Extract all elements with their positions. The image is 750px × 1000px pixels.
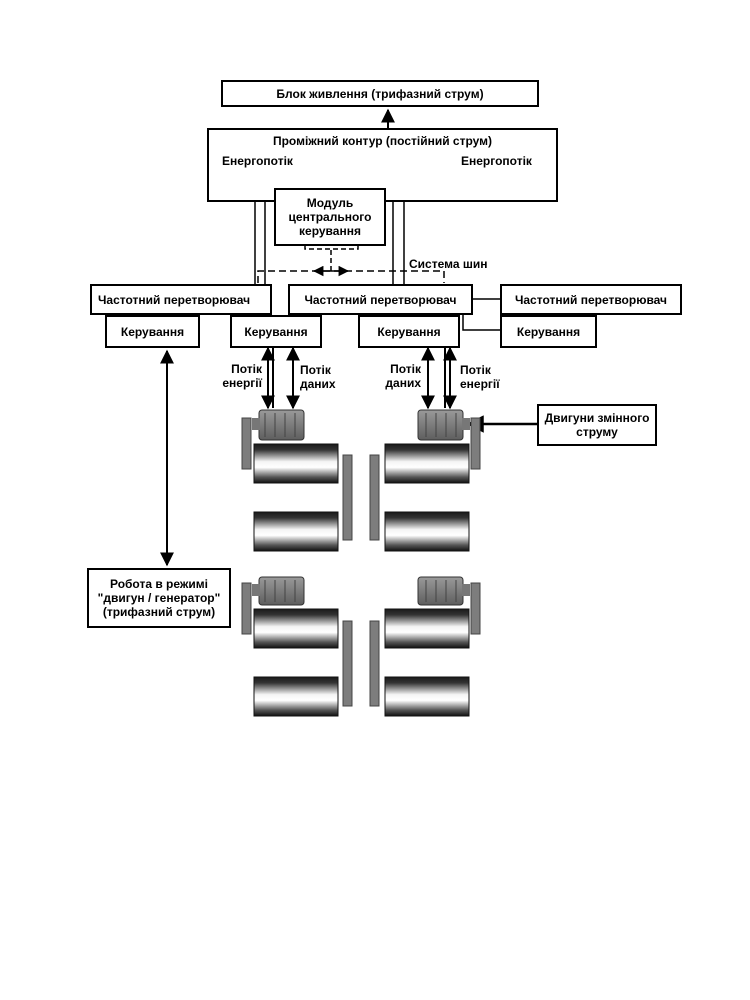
data-flow-right-text: Потік даних [385, 362, 421, 390]
data-flow-left-text: Потік даних [300, 363, 336, 391]
energy-flow-left-text: Потік енергії [222, 362, 262, 390]
motor-generator-box: Робота в режимі "двигун / генератор" (тр… [87, 568, 231, 628]
right-converter-links [462, 298, 500, 331]
control-label: Керування [516, 324, 581, 339]
energy-flow-left-label: Енергопотік [222, 154, 293, 168]
bus-system-label: Система шин [409, 257, 488, 271]
motor-icon [252, 409, 305, 441]
motor-icon [417, 576, 470, 606]
energy-flow-right-text: Потік енергії [460, 363, 500, 391]
control-label: Керування [377, 324, 441, 339]
control-box-right: Керування [500, 315, 597, 348]
power-supply-label: Блок живлення (трифазний струм) [276, 86, 484, 101]
motor-icon [252, 576, 305, 606]
central-module-label: Модуль центрального керування [288, 196, 372, 238]
power-supply-box: Блок живлення (трифазний струм) [221, 80, 539, 107]
control-label: Керування [244, 324, 308, 339]
bus-system-lines [257, 245, 445, 283]
converter-label: Частотний перетворювач [304, 292, 457, 307]
motor-icon [417, 409, 470, 441]
control-box-center-left: Керування [230, 315, 322, 348]
control-label: Керування [120, 324, 185, 339]
ac-motors-box: Двигуни змінного струму [537, 404, 657, 446]
central-control-module-box: Модуль центрального керування [274, 188, 386, 246]
motor-generator-label: Робота в режимі "двигун / генератор" (тр… [97, 577, 221, 619]
frequency-converter-right: Частотний перетворювач [500, 284, 682, 315]
converter-label: Частотний перетворювач [98, 292, 251, 307]
end-plate [241, 417, 481, 707]
control-box-center: Керування [358, 315, 460, 348]
control-box-left: Керування [105, 315, 200, 348]
dc-link-label: Проміжний контур (постійний струм) [272, 134, 493, 148]
converter-label: Частотний перетворювач [514, 292, 668, 307]
flow-arrows [261, 346, 457, 410]
energy-flow-right-label: Енергопотік [461, 154, 532, 168]
roller-icon [253, 443, 470, 717]
ac-motors-label: Двигуни змінного струму [544, 411, 650, 439]
frequency-converter-center: Частотний перетворювач [288, 284, 473, 315]
frequency-converter-left: Частотний перетворювач [90, 284, 272, 315]
